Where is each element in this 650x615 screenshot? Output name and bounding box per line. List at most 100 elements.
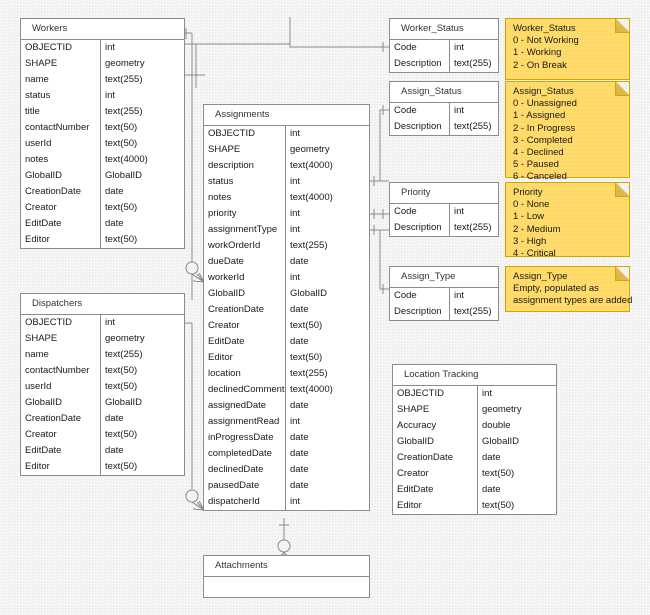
field-type: GlobalID [482,436,519,447]
note-line: 0 - Not Working [513,35,579,47]
field-name: Editor [204,350,286,366]
field-name: EditDate [21,443,101,459]
field-name: status [204,174,286,190]
field-type: int [105,42,116,53]
field-name: OBJECTID [393,386,478,402]
note-line: 3 - High [513,235,547,247]
field-type: text(50) [105,381,138,392]
field-type: GlobalID [105,170,142,181]
note-line: 4 - Declined [513,147,564,159]
field-type: int [290,176,301,187]
field-type: text(4000) [105,154,148,165]
note-assign-status-title: Assign_Status [513,86,574,97]
field-name: name [21,347,101,363]
field-type: int [482,388,493,399]
field-name: contactNumber [21,120,101,136]
field-type: text(50) [290,352,323,363]
field-name: contactNumber [21,363,101,379]
field-name: notes [21,152,101,168]
table-assignments-title: Assignments [204,105,369,126]
field-name: Description [390,56,450,72]
field-name: GlobalID [21,395,101,411]
table-worker-status-title: Worker_Status [390,19,498,40]
field-row: completedDate date [204,446,369,462]
field-type: date [290,256,309,267]
field-type: int [290,128,301,139]
field-row: OBJECTID int [393,386,556,402]
field-name: priority [204,206,286,222]
table-attachments[interactable]: Attachments [203,555,370,598]
field-type: date [290,336,309,347]
field-type: int [105,90,116,101]
field-name: userId [21,136,101,152]
field-type: date [290,480,309,491]
note-line: 5 - Paused [513,159,559,171]
field-name: dispatcherId [204,494,286,510]
field-type: date [290,432,309,443]
field-name: workerId [204,270,286,286]
field-name: CreationDate [21,411,101,427]
field-row: contactNumber text(50) [21,120,184,136]
field-type: date [290,448,309,459]
field-type: date [105,186,124,197]
field-name: Accuracy [393,418,478,434]
field-type: date [482,484,501,495]
table-priority-title: Priority [390,183,498,204]
field-type: text(50) [105,122,138,133]
field-name: Creator [204,318,286,334]
field-type: text(255) [454,121,492,132]
field-name: dueDate [204,254,286,270]
field-type: int [454,206,465,217]
field-name: declinedComment [204,382,286,398]
field-name: Description [390,119,450,135]
field-type: geometry [482,404,522,415]
field-type: geometry [105,333,145,344]
field-name: OBJECTID [204,126,286,142]
field-name: CreationDate [21,184,101,200]
field-type: text(50) [482,500,515,511]
note-fold-icon [615,19,629,33]
field-type: text(4000) [290,192,333,203]
field-name: completedDate [204,446,286,462]
field-row: CreationDate date [21,184,184,200]
